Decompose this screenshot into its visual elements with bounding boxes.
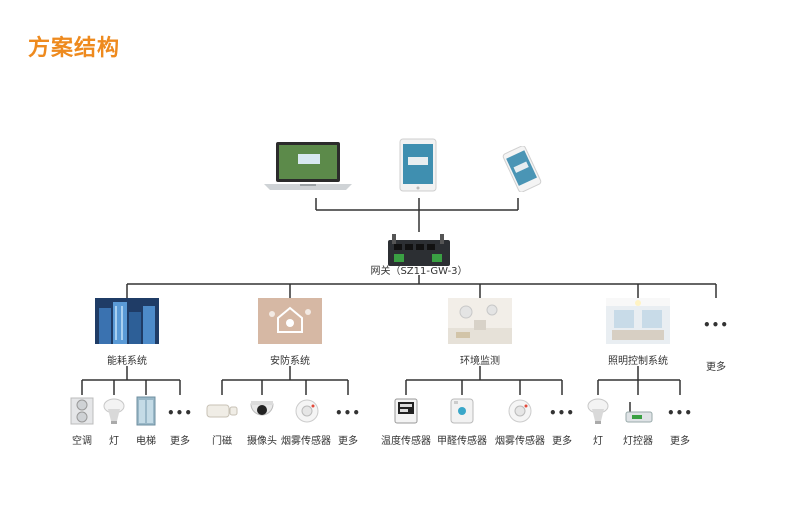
system-label-environment: 环境监测 xyxy=(460,356,500,367)
more-systems-label: 更多 xyxy=(706,362,726,373)
security-image xyxy=(258,298,322,344)
gateway-label: 网关（SZ11-GW-3） xyxy=(370,266,468,277)
device-label: 灯 xyxy=(593,436,603,447)
more-icon: ••• xyxy=(548,406,576,420)
device-label: 摄像头 xyxy=(247,436,277,447)
device-label: 温度传感器 xyxy=(381,436,431,447)
system-label-security: 安防系统 xyxy=(270,356,310,367)
lighting-image xyxy=(606,298,670,344)
more-icon: ••• xyxy=(702,318,730,332)
device-label: 甲醛传感器 xyxy=(437,436,487,447)
page-title: 方案结构 xyxy=(28,36,121,61)
smoke-sensor-icon xyxy=(508,399,532,423)
device-label: 门磁 xyxy=(212,436,232,447)
light-controller-icon xyxy=(625,402,653,423)
system-label-energy: 能耗系统 xyxy=(107,356,147,367)
building-image xyxy=(95,298,159,344)
device-label: 灯控器 xyxy=(623,436,653,447)
more-icon: ••• xyxy=(334,406,362,420)
device-label: 更多 xyxy=(170,436,190,447)
device-label: 更多 xyxy=(338,436,358,447)
gateway-router-icon xyxy=(388,234,450,266)
camera-icon xyxy=(250,401,274,416)
more-icon: ••• xyxy=(666,406,694,420)
air-conditioner-icon xyxy=(70,397,94,425)
bulb-icon xyxy=(587,398,609,424)
device-label: 烟雾传感器 xyxy=(281,436,331,447)
formaldehyde-sensor-icon xyxy=(450,398,474,424)
device-label: 电梯 xyxy=(136,436,156,447)
device-label: 更多 xyxy=(552,436,572,447)
smoke-sensor-icon xyxy=(295,399,319,423)
smartphone-icon xyxy=(502,146,542,192)
laptop-icon xyxy=(264,142,352,190)
device-label: 空调 xyxy=(72,436,92,447)
elevator-icon xyxy=(136,396,156,426)
environment-image xyxy=(448,298,512,344)
system-label-lighting: 照明控制系统 xyxy=(608,356,668,367)
tablet-icon xyxy=(399,138,437,192)
more-icon: ••• xyxy=(166,406,194,420)
thermometer-display-icon xyxy=(394,398,418,424)
device-label: 烟雾传感器 xyxy=(495,436,545,447)
device-label: 灯 xyxy=(109,436,119,447)
device-label: 更多 xyxy=(670,436,690,447)
door-sensor-icon xyxy=(206,404,238,418)
bulb-icon xyxy=(103,398,125,424)
